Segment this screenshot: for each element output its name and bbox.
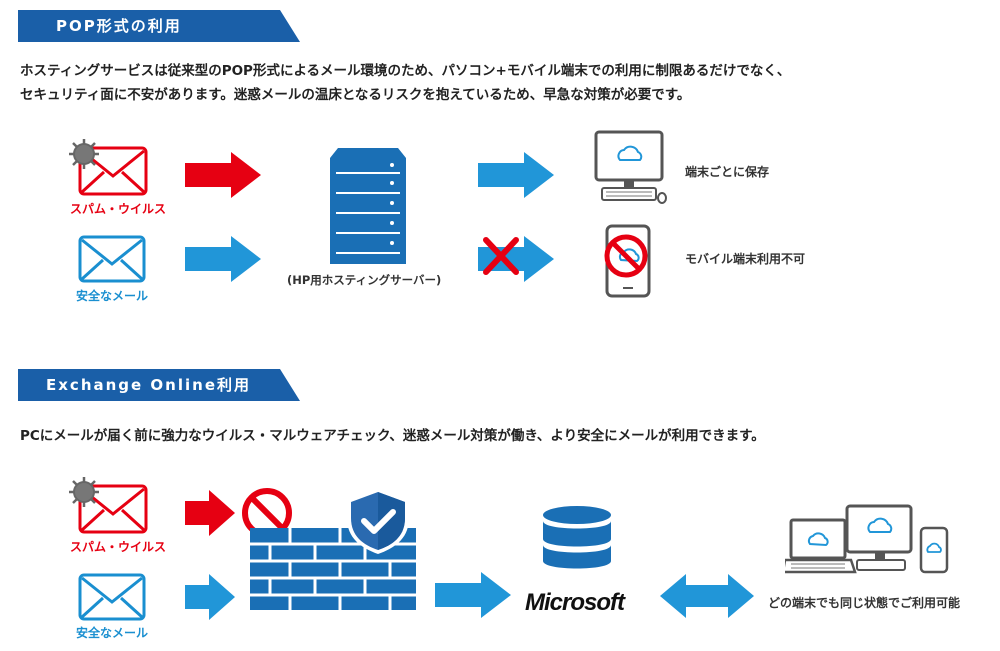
section2-description: PCにメールが届く前に強力なウイルス・マルウェアチェック、迷惑メール対策が働き、… — [20, 428, 765, 444]
spam-label: スパム・ウイルス — [70, 202, 167, 216]
blue-arrow-icon — [185, 574, 235, 620]
blue-arrow-icon — [478, 152, 554, 198]
section1-title: POP形式の利用 — [56, 17, 182, 35]
section2-title: Exchange Online利用 — [46, 376, 251, 394]
red-x-icon — [483, 237, 519, 275]
mobile-unavailable-label: モバイル端末利用不可 — [685, 252, 806, 266]
prohibited-icon — [242, 488, 292, 538]
devices-label: どの端末でも同じ状態でご利用可能 — [768, 596, 961, 610]
cloud-icon — [618, 248, 640, 263]
section1-banner: POP形式の利用 — [18, 10, 300, 42]
spam-mail-icon — [69, 139, 148, 196]
spam-label: スパム・ウイルス — [70, 540, 167, 554]
multi-device-icon — [785, 504, 949, 574]
safe-label: 安全なメール — [76, 289, 149, 303]
double-arrow-icon — [660, 574, 754, 618]
virus-icon — [69, 139, 99, 169]
blocked-arrow-icon — [478, 236, 554, 282]
section1-description-line1: ホスティングサービスは従来型のPOP形式によるメール環境のため、パソコン+モバイ… — [20, 63, 791, 79]
pc-storage-label: 端末ごとに保存 — [685, 165, 770, 179]
safe-mail-icon — [78, 573, 146, 621]
microsoft-logo: Microsoft — [525, 589, 625, 616]
virus-icon — [69, 477, 99, 507]
safe-label: 安全なメール — [76, 626, 149, 640]
safe-mail-icon — [78, 235, 146, 283]
server-icon — [330, 148, 406, 264]
blue-arrow-icon — [185, 236, 261, 282]
shield-check-icon — [347, 488, 409, 554]
banner-shape — [18, 369, 300, 401]
laptop-icon — [785, 518, 857, 574]
smartphone-icon — [919, 526, 949, 574]
mobile-blocked-icon — [604, 224, 651, 298]
section2-banner: Exchange Online利用 — [18, 369, 300, 401]
banner-shape — [18, 10, 300, 42]
section1-description-line2: セキュリティ面に不安があります。迷惑メールの温床となるリスクを抱えているため、早… — [20, 87, 691, 103]
database-icon — [543, 506, 611, 569]
server-label: (HP用ホスティングサーバー) — [287, 273, 442, 287]
cloud-icon — [617, 145, 643, 161]
prohibited-icon — [604, 234, 648, 278]
red-arrow-icon — [185, 152, 261, 198]
spam-mail-icon — [69, 477, 148, 534]
desktop-pc-icon — [594, 130, 667, 204]
blue-arrow-icon — [435, 572, 511, 618]
desktop-icon — [845, 504, 913, 571]
red-arrow-icon — [185, 490, 235, 536]
